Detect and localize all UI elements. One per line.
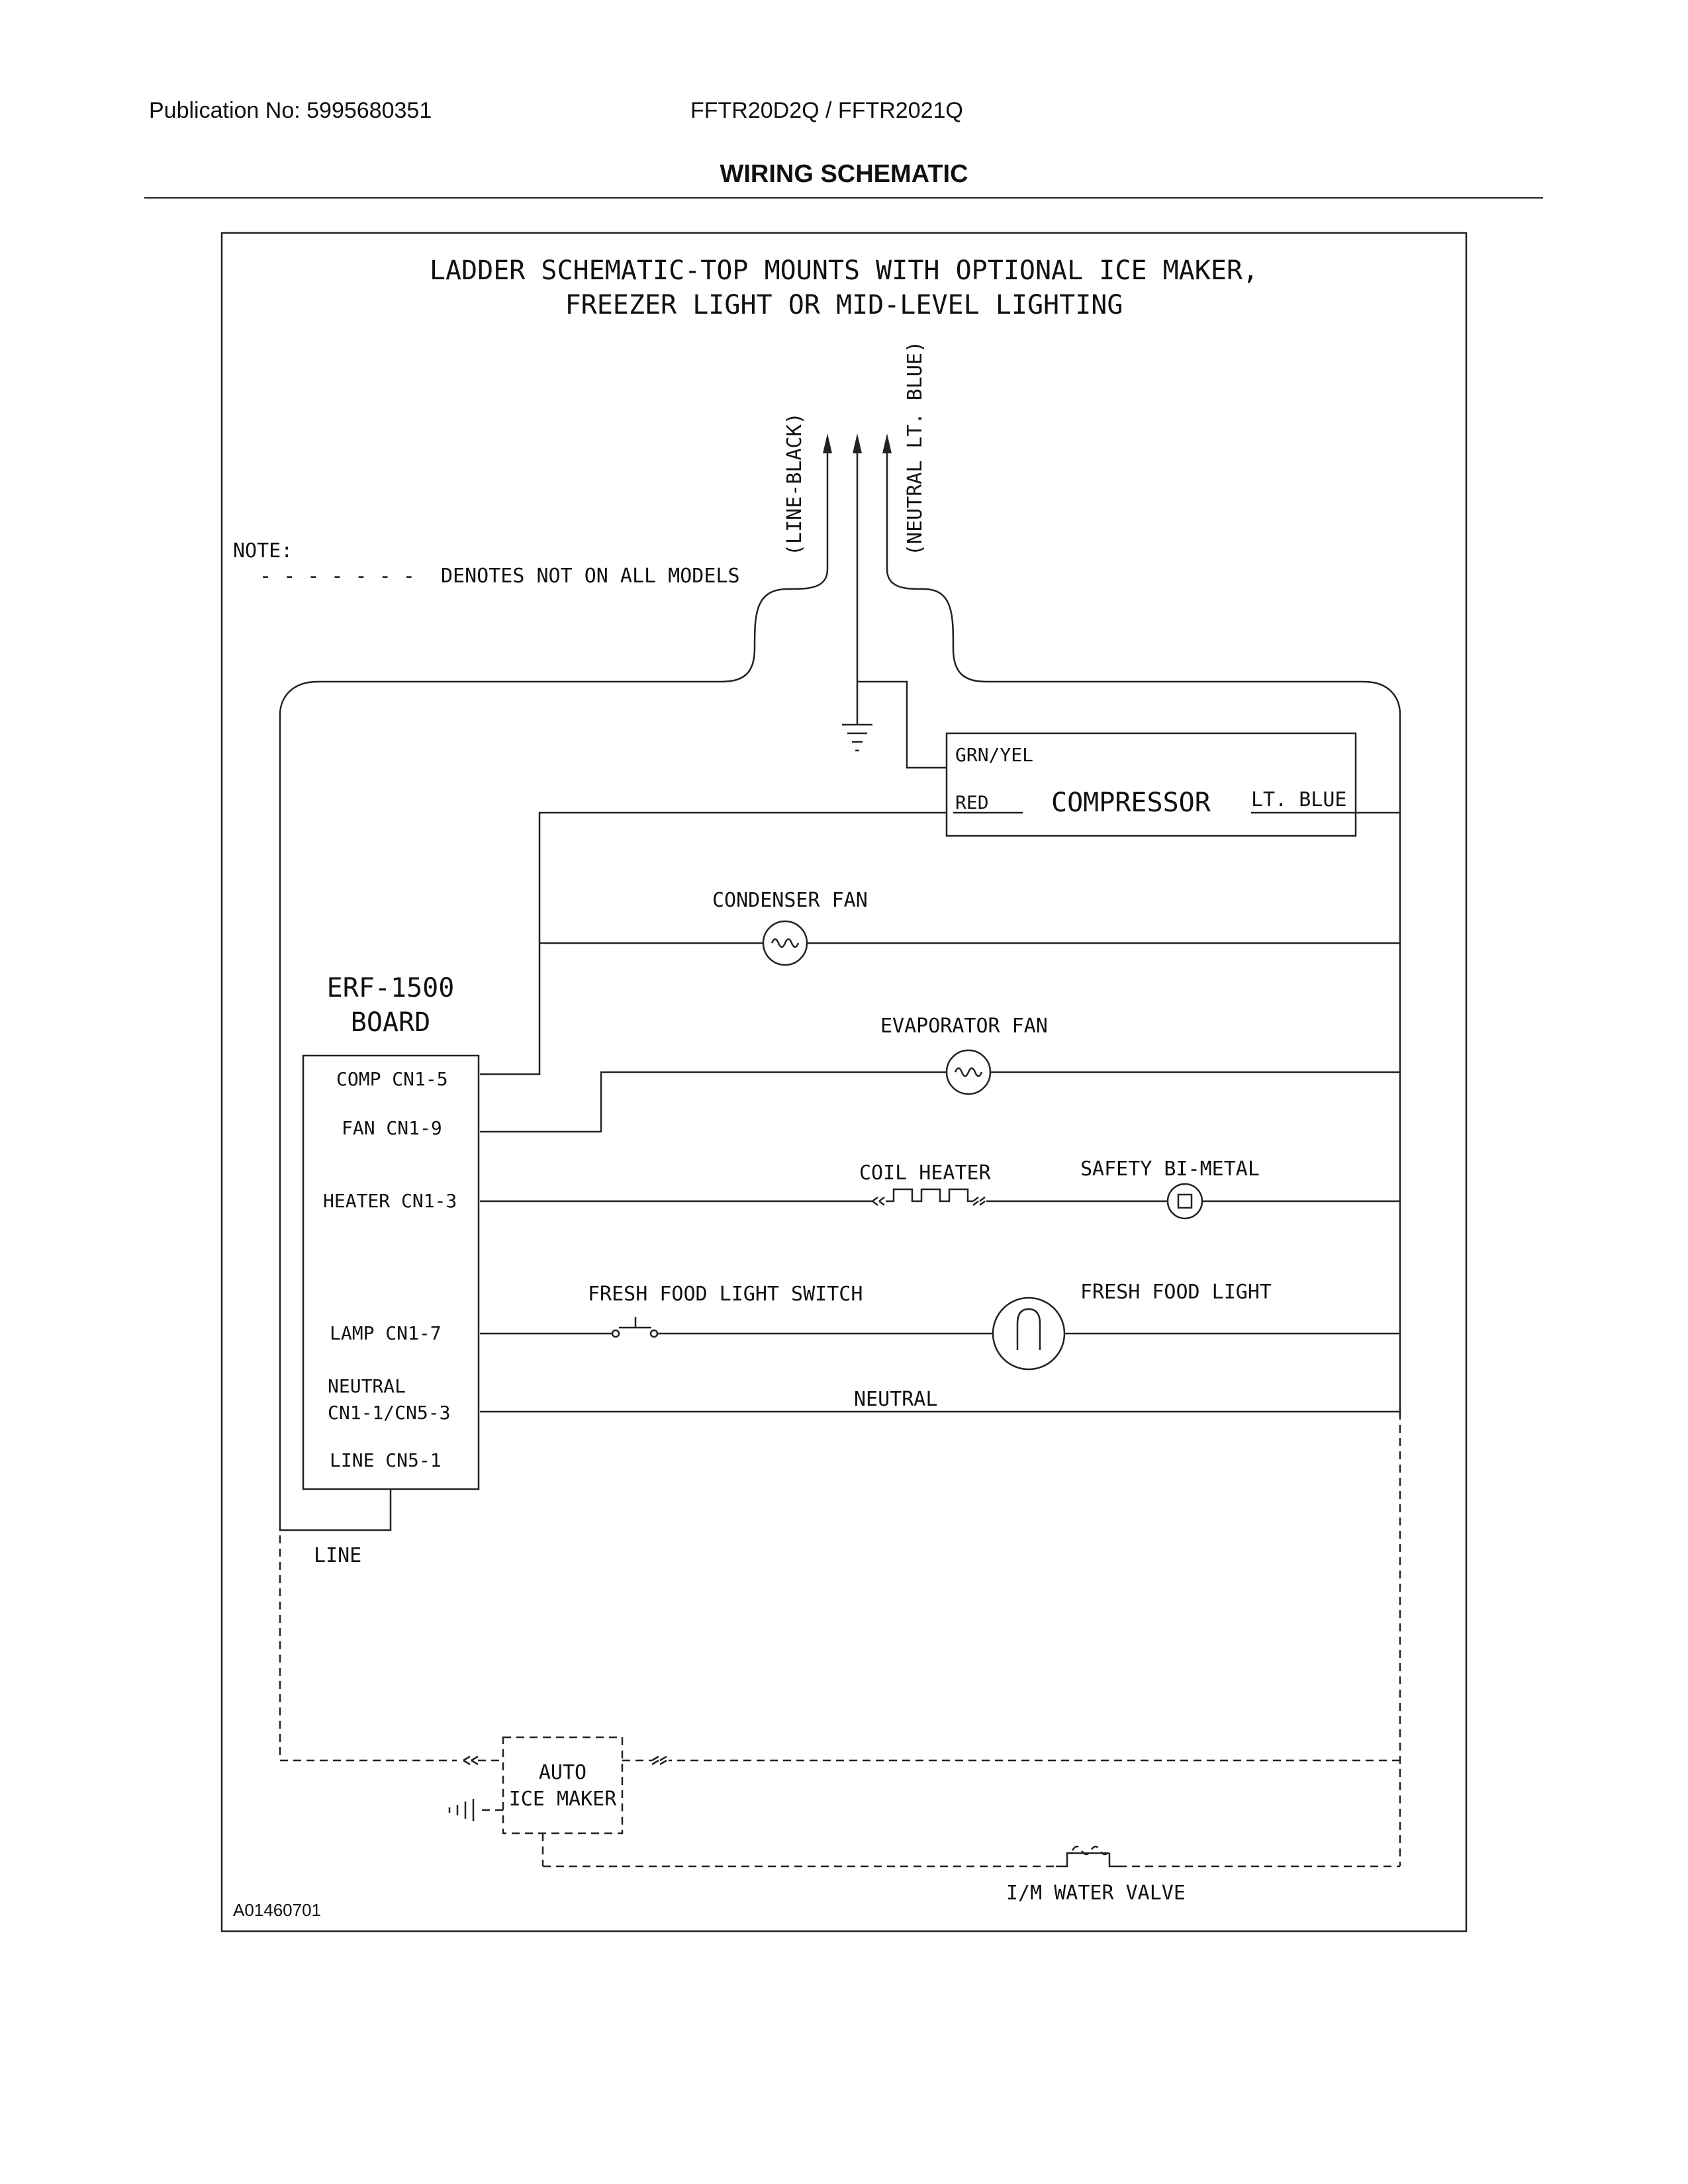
neutral-label: NEUTRAL <box>854 1388 937 1411</box>
condenser-fan-label: CONDENSER FAN <box>712 889 868 912</box>
line-wire <box>279 569 829 1531</box>
water-valve-label: I/M WATER VALVE <box>1006 1882 1186 1905</box>
light-switch-icon <box>611 1317 659 1338</box>
supply-arrows <box>823 433 892 682</box>
compressor-label: COMPRESSOR <box>1051 788 1211 818</box>
ice-maker-label-2: ICE MAKER <box>509 1788 617 1811</box>
fresh-food-light-label: FRESH FOOD LIGHT <box>1080 1281 1272 1304</box>
model-numbers: FFTR20D2Q / FFTR2021Q <box>690 98 963 123</box>
pin-fan: FAN CN1-9 <box>342 1117 442 1139</box>
pin-lamp: LAMP CN1-7 <box>330 1322 442 1344</box>
line-black-label: (LINE-BLACK) <box>783 412 806 556</box>
compressor-grn-yel: GRN/YEL <box>955 744 1033 766</box>
coil-heater-label: COIL HEATER <box>859 1161 992 1185</box>
compressor-box <box>945 732 1357 837</box>
pin-neutral-2: CN1-1/CN5-3 <box>328 1402 450 1424</box>
evaporator-fan-motor-icon <box>945 1049 992 1095</box>
evaporator-fan-label: EVAPORATOR FAN <box>880 1015 1048 1038</box>
note-dashes: - - - - - - - <box>259 565 415 588</box>
erf1500-board <box>302 1054 480 1490</box>
ice-maker-label-1: AUTO <box>539 1761 586 1784</box>
ice-maker-circuit <box>279 1412 1401 1868</box>
condenser-fan-motor-icon <box>762 920 808 966</box>
water-valve-icon <box>1056 1845 1119 1868</box>
fresh-food-light-switch-label: FRESH FOOD LIGHT SWITCH <box>588 1283 863 1306</box>
safety-bimetal-label: SAFETY BI-METAL <box>1080 1158 1260 1181</box>
note-heading: NOTE: <box>233 539 293 563</box>
pin-heater: HEATER CN1-3 <box>323 1190 457 1212</box>
ice-maker-box <box>502 1736 624 1835</box>
schematic-frame <box>220 232 1468 1933</box>
ground-symbol-icon <box>842 680 947 769</box>
ice-maker-ground-icon <box>448 1799 475 1821</box>
board-label-line2: BOARD <box>351 1007 430 1038</box>
schematic-title-line2: FREEZER LIGHT OR MID-LEVEL LIGHTING <box>565 290 1123 320</box>
note-text: DENOTES NOT ON ALL MODELS <box>441 565 740 588</box>
line-label: LINE <box>314 1544 361 1567</box>
pin-comp: COMP CN1-5 <box>336 1068 448 1090</box>
schematic-title-line1: LADDER SCHEMATIC-TOP MOUNTS WITH OPTIONA… <box>430 255 1258 286</box>
publication-number: Publication No: 5995680351 <box>149 98 432 123</box>
light-bulb-icon <box>992 1297 1066 1371</box>
page-title: WIRING SCHEMATIC <box>720 160 968 188</box>
compressor-red: RED <box>955 792 989 813</box>
coil-heater-icon <box>872 1188 986 1206</box>
header-rule <box>144 197 1543 199</box>
safety-bimetal-icon <box>1166 1183 1203 1220</box>
neutral-blue-label: (NEUTRAL LT. BLUE) <box>904 341 927 556</box>
pin-neutral-1: NEUTRAL <box>328 1375 406 1397</box>
neutral-wire <box>886 569 1401 1416</box>
compressor-lt-blue: LT. BLUE <box>1251 788 1347 811</box>
drawing-id: A01460701 <box>233 1900 321 1920</box>
board-label-line1: ERF-1500 <box>327 973 455 1003</box>
pin-line: LINE CN5-1 <box>330 1449 442 1471</box>
